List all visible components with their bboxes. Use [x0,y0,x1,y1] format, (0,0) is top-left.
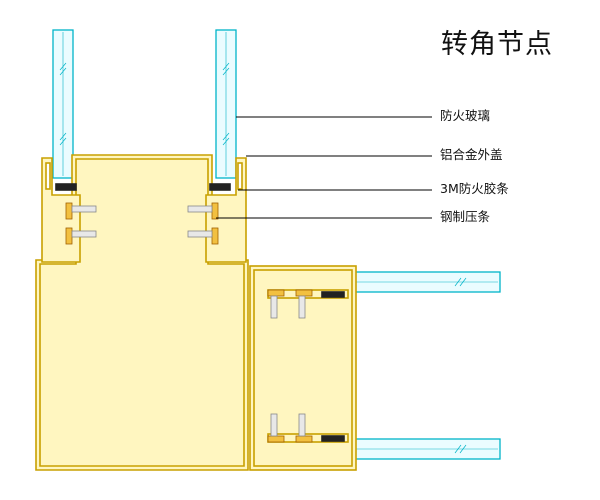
label-aluminum-cover: 铝合金外盖 [440,147,503,162]
top-glass-right [215,29,237,179]
label-fire-glass: 防火玻璃 [440,108,491,123]
top-glass-left [52,29,74,179]
label-fire-tape: 3M防火胶条 [440,181,509,196]
leader-lines [216,116,432,219]
drawing-title: 转角节点 [441,29,553,60]
screws [65,202,313,443]
label-steel-strip: 钢制压条 [440,209,491,224]
